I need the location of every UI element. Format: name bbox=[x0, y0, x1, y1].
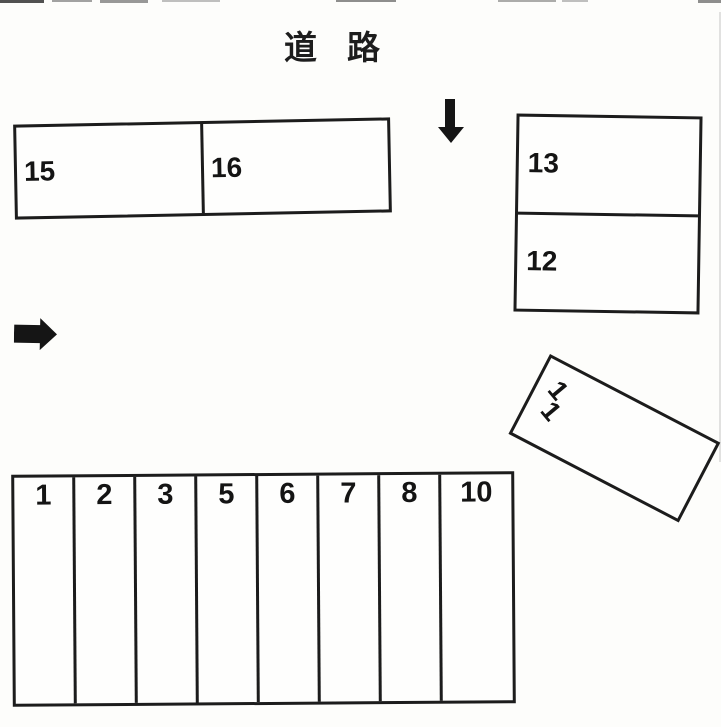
parking-space-7: 7 bbox=[316, 475, 379, 702]
parking-space-5: 5 bbox=[194, 476, 257, 703]
space-number: 15 bbox=[23, 154, 56, 187]
scan-artifact bbox=[162, 0, 220, 2]
parking-space-2: 2 bbox=[72, 476, 135, 704]
scan-artifact bbox=[562, 0, 588, 2]
space-number: 2 bbox=[96, 479, 113, 512]
parking-space-16: 16 bbox=[200, 120, 389, 214]
space-number: 6 bbox=[279, 477, 296, 510]
right-arrow-icon bbox=[13, 318, 57, 351]
parking-space-10: 10 bbox=[438, 474, 513, 701]
space-number: 3 bbox=[157, 478, 174, 511]
parking-space-11 bbox=[508, 354, 721, 523]
space-number-digit: 1 bbox=[535, 396, 568, 427]
parking-space-15: 15 bbox=[16, 124, 202, 217]
road-label: 道 路 bbox=[284, 21, 380, 69]
parking-space-3: 3 bbox=[133, 476, 196, 703]
parking-block-bottom-row: 1 2 3 5 6 7 8 10 bbox=[11, 471, 516, 707]
down-arrow-icon bbox=[438, 99, 464, 143]
scan-artifact bbox=[52, 0, 92, 2]
road-label-char: 道 bbox=[284, 29, 317, 66]
space-number: 5 bbox=[218, 478, 235, 511]
space-number: 10 bbox=[460, 476, 493, 509]
space-number: 8 bbox=[401, 476, 418, 510]
parking-space-13: 13 bbox=[518, 117, 699, 214]
scan-artifact bbox=[336, 0, 396, 2]
scan-artifact bbox=[0, 0, 44, 3]
parking-block-13-12: 13 12 bbox=[513, 113, 703, 315]
space-number: 1 bbox=[35, 479, 52, 512]
parking-space-8: 8 bbox=[377, 474, 440, 702]
parking-space-12: 12 bbox=[516, 211, 699, 312]
scan-artifact bbox=[698, 0, 721, 3]
parking-space-6: 6 bbox=[255, 475, 318, 703]
space-number: 7 bbox=[340, 477, 357, 510]
scan-artifact bbox=[719, 12, 721, 462]
parking-block-15-16: 15 16 bbox=[13, 117, 392, 220]
parking-space-1: 1 bbox=[14, 477, 74, 703]
scan-artifact bbox=[100, 0, 148, 3]
space-number: 16 bbox=[210, 151, 243, 183]
scan-artifact bbox=[498, 0, 556, 2]
space-number: 12 bbox=[526, 244, 558, 277]
road-label-char: 路 bbox=[347, 29, 380, 66]
space-number: 13 bbox=[527, 147, 560, 179]
